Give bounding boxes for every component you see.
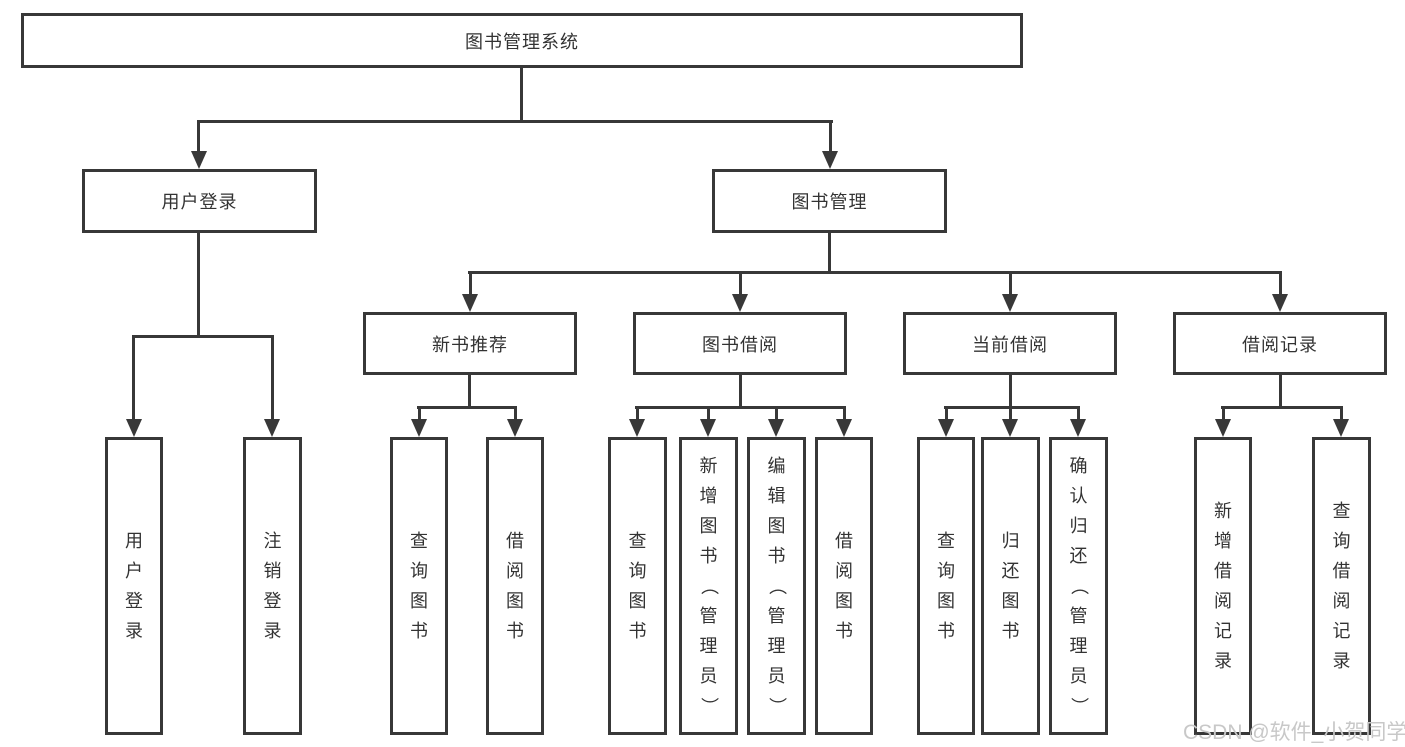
- connector-bb-leaf1-stem: [636, 406, 639, 422]
- node-new-book-recommend-label: 新书推荐: [432, 334, 508, 355]
- arrow-book-management: [822, 151, 838, 169]
- node-current-borrow-label: 当前借阅: [972, 334, 1048, 355]
- arrow-nb-leaf2: [507, 419, 523, 437]
- arrow-leaf-logout: [264, 419, 280, 437]
- connector-book-management-hbar: [468, 271, 1282, 274]
- leaf-query-books-borrow: 查询图书: [608, 437, 667, 735]
- connector-book-borrow-stem: [739, 271, 742, 296]
- connector-borrow-records-stem: [1279, 271, 1282, 296]
- arrow-br-leaf1: [1215, 419, 1231, 437]
- arrow-user-login: [191, 151, 207, 169]
- connector-bb-leaf4-stem: [843, 406, 846, 422]
- connector-new-book-trunk: [468, 375, 471, 408]
- leaf-query-borrow-record-label: 查询借阅记录: [1332, 501, 1351, 671]
- node-new-book-recommend: 新书推荐: [363, 312, 577, 375]
- leaf-return-books: 归还图书: [981, 437, 1040, 735]
- leaf-user-login: 用户登录: [105, 437, 163, 735]
- leaf-edit-book-admin-label: 编辑图书（管理员）: [766, 456, 787, 715]
- leaf-logout-label: 注销登录: [263, 531, 282, 641]
- connector-current-borrow-stem: [1009, 271, 1012, 296]
- leaf-query-books-recommend: 查询图书: [390, 437, 448, 735]
- leaf-add-book-admin-label: 新增图书（管理员）: [698, 456, 719, 715]
- leaf-return-books-label: 归还图书: [1001, 531, 1020, 641]
- connector-cb-leaf1-stem: [945, 406, 948, 422]
- node-user-login: 用户登录: [82, 169, 317, 233]
- arrow-br-leaf2: [1333, 419, 1349, 437]
- connector-book-borrow-trunk: [739, 375, 742, 408]
- connector-nb-leaf2-stem: [514, 406, 517, 422]
- leaf-confirm-return-admin: 确认归还（管理员）: [1049, 437, 1108, 735]
- leaf-borrow-books-recommend-label: 借阅图书: [506, 531, 524, 641]
- arrow-leaf-user-login: [126, 419, 142, 437]
- leaf-confirm-return-admin-label: 确认归还（管理员）: [1068, 456, 1089, 715]
- connector-borrow-records-hbar: [1221, 406, 1343, 409]
- leaf-logout: 注销登录: [243, 437, 302, 735]
- leaf-query-books-recommend-label: 查询图书: [410, 531, 428, 641]
- leaf-borrow-books: 借阅图书: [815, 437, 873, 735]
- connector-bb-leaf3-stem: [775, 406, 778, 422]
- arrow-book-borrow: [732, 294, 748, 312]
- arrow-cb-leaf1: [938, 419, 954, 437]
- connector-root-trunk: [520, 68, 523, 121]
- node-book-borrow: 图书借阅: [633, 312, 847, 375]
- connector-leaf-user-login-stem: [132, 335, 135, 420]
- connector-current-borrow-trunk: [1009, 375, 1012, 408]
- arrow-new-book: [462, 294, 478, 312]
- leaf-query-borrow-record: 查询借阅记录: [1312, 437, 1371, 735]
- node-root: 图书管理系统: [21, 13, 1023, 68]
- connector-borrow-records-trunk: [1279, 375, 1282, 408]
- leaf-query-books-current-label: 查询图书: [937, 531, 955, 641]
- leaf-add-borrow-record-label: 新增借阅记录: [1214, 501, 1232, 671]
- connector-cb-leaf3-stem: [1077, 406, 1080, 422]
- connector-current-borrow-hbar: [944, 406, 1080, 409]
- arrow-borrow-records: [1272, 294, 1288, 312]
- connector-br-leaf1-stem: [1222, 406, 1225, 422]
- node-borrow-records: 借阅记录: [1173, 312, 1387, 375]
- connector-user-login-stem: [197, 120, 200, 154]
- connector-new-book-hbar: [417, 406, 517, 409]
- connector-leaf-logout-stem: [271, 335, 274, 420]
- node-book-management-label: 图书管理: [791, 192, 868, 212]
- leaf-add-book-admin: 新增图书（管理员）: [679, 437, 738, 735]
- connector-new-book-stem: [469, 271, 472, 296]
- arrow-cb-leaf2: [1002, 419, 1018, 437]
- connector-bb-leaf2-stem: [707, 406, 710, 422]
- leaf-edit-book-admin: 编辑图书（管理员）: [747, 437, 806, 735]
- node-user-login-label: 用户登录: [161, 192, 238, 212]
- arrow-bb-leaf1: [629, 419, 645, 437]
- connector-root-hbar: [197, 120, 833, 123]
- arrow-bb-leaf2: [700, 419, 716, 437]
- node-current-borrow: 当前借阅: [903, 312, 1117, 375]
- connector-user-login-trunk: [197, 233, 200, 337]
- connector-book-borrow-hbar: [635, 406, 846, 409]
- node-borrow-records-label: 借阅记录: [1242, 334, 1318, 355]
- arrow-bb-leaf3: [768, 419, 784, 437]
- connector-book-management-stem: [829, 120, 832, 154]
- connector-br-leaf2-stem: [1340, 406, 1343, 422]
- leaf-borrow-books-label: 借阅图书: [835, 531, 853, 641]
- csdn-watermark: CSDN @软件_小贺同学: [1183, 721, 1405, 744]
- connector-cb-leaf2-stem: [1009, 406, 1012, 422]
- connector-user-login-hbar: [132, 335, 274, 338]
- connector-book-management-trunk: [828, 233, 831, 273]
- leaf-add-borrow-record: 新增借阅记录: [1194, 437, 1252, 735]
- connector-nb-leaf1-stem: [418, 406, 421, 422]
- leaf-borrow-books-recommend: 借阅图书: [486, 437, 544, 735]
- node-book-borrow-label: 图书借阅: [702, 334, 778, 355]
- node-book-management: 图书管理: [712, 169, 947, 233]
- arrow-current-borrow: [1002, 294, 1018, 312]
- node-root-label: 图书管理系统: [465, 31, 579, 52]
- arrow-nb-leaf1: [411, 419, 427, 437]
- leaf-user-login-label: 用户登录: [125, 531, 143, 641]
- leaf-query-books-borrow-label: 查询图书: [628, 531, 647, 641]
- arrow-cb-leaf3: [1070, 419, 1086, 437]
- arrow-bb-leaf4: [836, 419, 852, 437]
- leaf-query-books-current: 查询图书: [917, 437, 975, 735]
